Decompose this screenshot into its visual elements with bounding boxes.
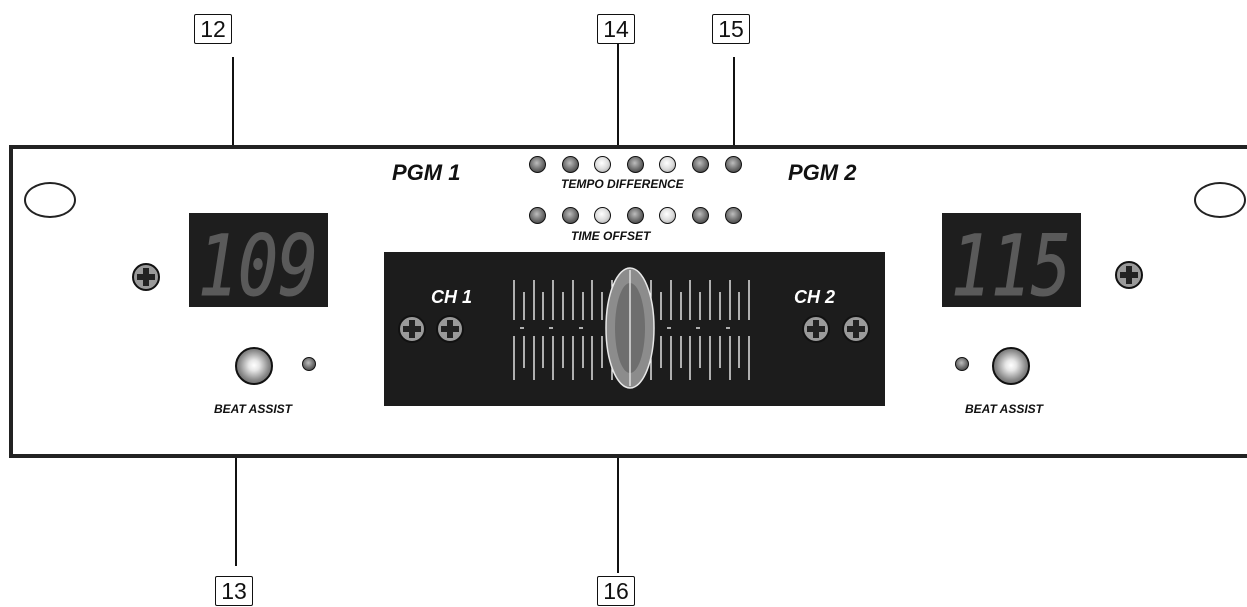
leader-line-16	[617, 405, 619, 573]
rack-mount-hole-right	[1194, 182, 1246, 218]
leader-line-13	[235, 420, 237, 566]
screw-icon	[398, 315, 426, 343]
beat-assist-led-left	[302, 357, 316, 371]
beat-assist-led-right	[955, 357, 969, 371]
screw-icon	[1115, 261, 1143, 289]
bpm-display-right-value: 115	[951, 217, 1071, 307]
pgm1-label: PGM 1	[392, 160, 461, 185]
fader-knob[interactable]	[605, 267, 655, 389]
time-offset-label: TIME OFFSET	[571, 229, 651, 243]
bpm-display-left-value: 109	[198, 217, 318, 307]
leader-line-12	[232, 57, 234, 202]
screw-icon	[842, 315, 870, 343]
bpm-display-right: 115	[942, 213, 1081, 307]
tempo-difference-label: TEMPO DIFFERENCE	[561, 177, 684, 191]
indicator-led-icon	[562, 156, 579, 173]
rack-mount-hole-left	[24, 182, 76, 218]
callout-15: 15	[712, 14, 750, 44]
indicator-led-icon	[562, 207, 579, 224]
callout-14: 14	[597, 14, 635, 44]
callout-12: 12	[194, 14, 232, 44]
screw-icon	[132, 263, 160, 291]
indicator-led-icon	[529, 156, 546, 173]
indicator-led-icon	[692, 207, 709, 224]
bpm-display-left-segments: 109	[198, 217, 319, 308]
indicator-led-icon	[692, 156, 709, 173]
ch2-label: CH 2	[794, 287, 836, 307]
indicator-led-icon	[659, 156, 676, 173]
ch1-label: CH 1	[431, 287, 473, 307]
beat-assist-left-label: BEAT ASSIST	[214, 402, 293, 416]
indicator-led-icon	[725, 207, 742, 224]
indicator-led-icon	[594, 156, 611, 173]
leader-line-14	[617, 44, 619, 154]
callout-13: 13	[215, 576, 253, 606]
indicator-led-icon	[594, 207, 611, 224]
beat-assist-right-label: BEAT ASSIST	[965, 402, 1044, 416]
screw-icon	[436, 315, 464, 343]
beat-assist-button-right[interactable]	[992, 347, 1030, 385]
pitch-crossfader-panel: CH 1 CH 2	[384, 252, 885, 406]
beat-assist-button-left[interactable]	[235, 347, 273, 385]
indicator-led-icon	[627, 156, 644, 173]
fader-scale	[398, 267, 870, 389]
screw-icon	[802, 315, 830, 343]
bpm-display-left: 109	[189, 213, 328, 307]
indicator-led-icon	[627, 207, 644, 224]
indicator-led-icon	[659, 207, 676, 224]
leader-line-15	[733, 57, 735, 209]
indicator-led-icon	[529, 207, 546, 224]
pgm2-label: PGM 2	[788, 160, 857, 185]
callout-16: 16	[597, 576, 635, 606]
indicator-led-icon	[725, 156, 742, 173]
bpm-display-right-segments: 115	[951, 217, 1072, 308]
